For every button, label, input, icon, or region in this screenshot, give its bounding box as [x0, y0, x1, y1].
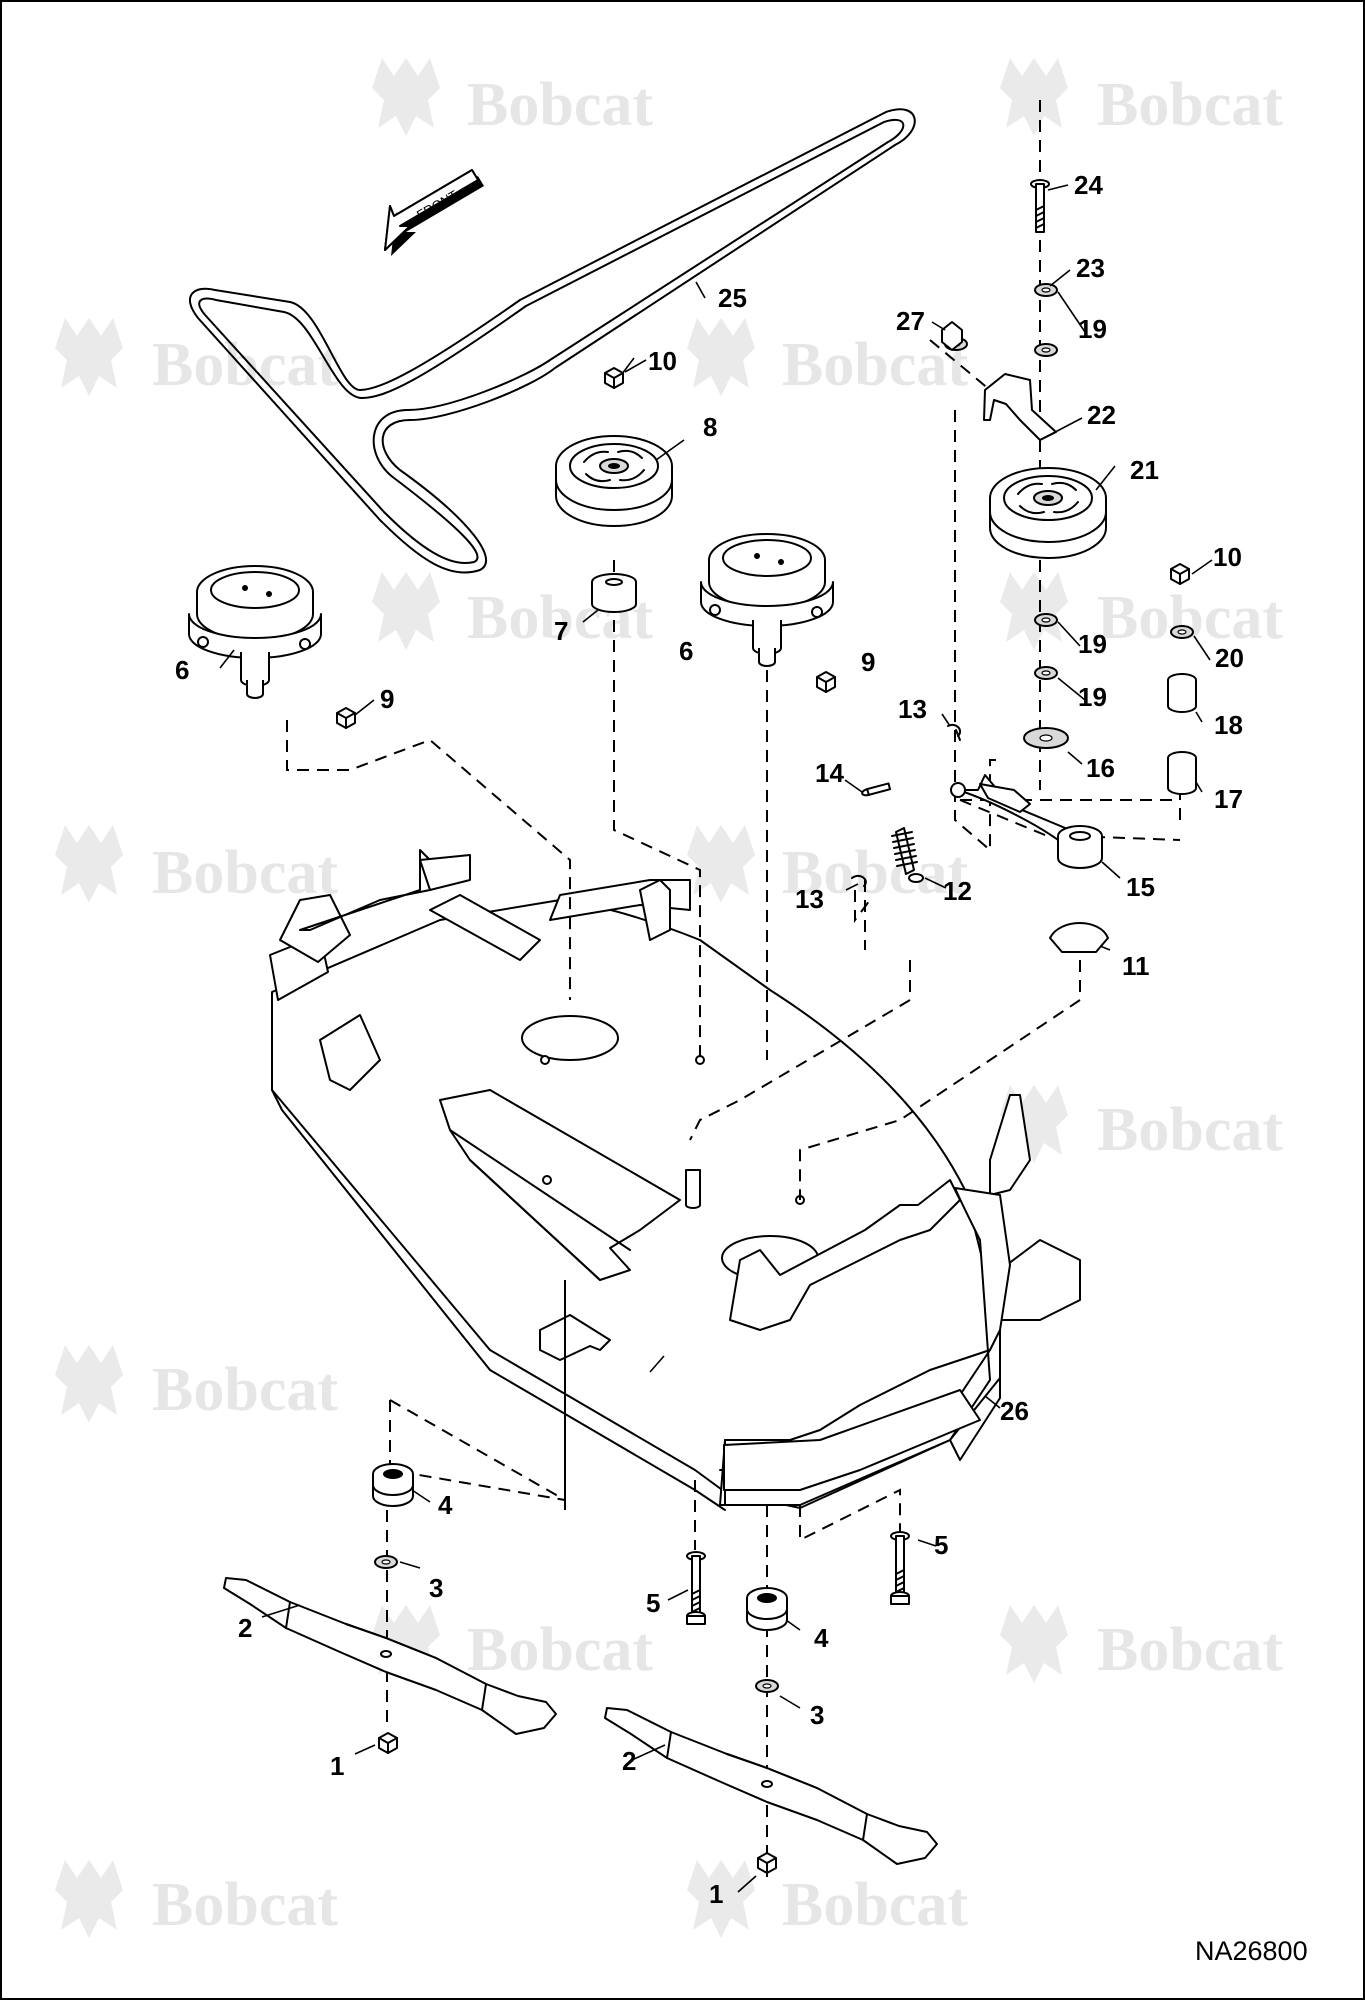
callout-5: 5 — [934, 1530, 948, 1560]
callout-24: 24 — [1074, 170, 1103, 200]
callout-7: 7 — [554, 616, 568, 646]
callout-12: 12 — [943, 876, 972, 906]
tension-spring — [891, 827, 924, 883]
callout-6: 6 — [175, 655, 189, 685]
front-direction-arrow: FRONT — [384, 169, 484, 256]
callout-19: 19 — [1078, 682, 1107, 712]
callout-18: 18 — [1214, 710, 1243, 740]
watermark-text: Bobcat — [152, 1871, 338, 1939]
drive-belt — [188, 108, 916, 574]
callout-3: 3 — [810, 1700, 824, 1730]
callout-15: 15 — [1126, 872, 1155, 902]
callout-13: 13 — [898, 694, 927, 724]
callout-9: 9 — [380, 684, 394, 714]
callout-27: 27 — [896, 306, 925, 336]
watermark-text: Bobcat — [467, 71, 653, 139]
callout-19: 19 — [1078, 314, 1107, 344]
figure-id: NA26800 — [1195, 1936, 1308, 1966]
callout-14: 14 — [815, 758, 844, 788]
callout-2: 2 — [622, 1746, 636, 1776]
callout-19: 19 — [1078, 629, 1107, 659]
callout-10: 10 — [648, 346, 677, 376]
leader-lines — [219, 184, 1213, 1893]
callout-23: 23 — [1076, 253, 1105, 283]
parts-upper — [188, 179, 1197, 953]
callout-4: 4 — [438, 1490, 453, 1520]
callout-3: 3 — [429, 1573, 443, 1603]
callout-10: 10 — [1213, 542, 1242, 572]
watermark-text: Bobcat — [782, 839, 968, 907]
callout-11: 11 — [1122, 951, 1150, 981]
callout-16: 16 — [1086, 753, 1115, 783]
callout-20: 20 — [1215, 643, 1244, 673]
callout-1: 1 — [709, 1879, 723, 1909]
callout-4: 4 — [814, 1623, 829, 1653]
watermark-text: Bobcat — [1097, 1616, 1283, 1684]
watermark-text: Bobcat — [152, 331, 338, 399]
callout-5: 5 — [646, 1588, 660, 1618]
callout-8: 8 — [703, 412, 717, 442]
callout-1: 1 — [330, 1751, 344, 1781]
watermark-text: Bobcat — [1097, 71, 1283, 139]
watermark-text: Bobcat — [782, 331, 968, 399]
callout-labels: 1 1 2 2 3 3 4 4 5 5 6 6 7 8 9 9 10 10 11… — [175, 170, 1244, 1909]
watermark-text: Bobcat — [152, 839, 338, 907]
callout-25: 25 — [718, 283, 747, 313]
callout-2: 2 — [238, 1613, 252, 1643]
watermark-text: Bobcat — [1097, 584, 1283, 652]
callout-13: 13 — [795, 884, 824, 914]
callout-6: 6 — [679, 636, 693, 666]
watermark-text: Bobcat — [467, 1616, 653, 1684]
watermark-text: Bobcat — [152, 1356, 338, 1424]
callout-22: 22 — [1087, 400, 1116, 430]
callout-21: 21 — [1130, 455, 1159, 485]
watermark-text: Bobcat — [782, 1871, 968, 1939]
callout-9: 9 — [861, 647, 875, 677]
mower-deck-housing — [269, 849, 1081, 1511]
callout-17: 17 — [1214, 784, 1243, 814]
watermark-text: Bobcat — [1097, 1096, 1283, 1164]
callout-26: 26 — [1000, 1396, 1029, 1426]
